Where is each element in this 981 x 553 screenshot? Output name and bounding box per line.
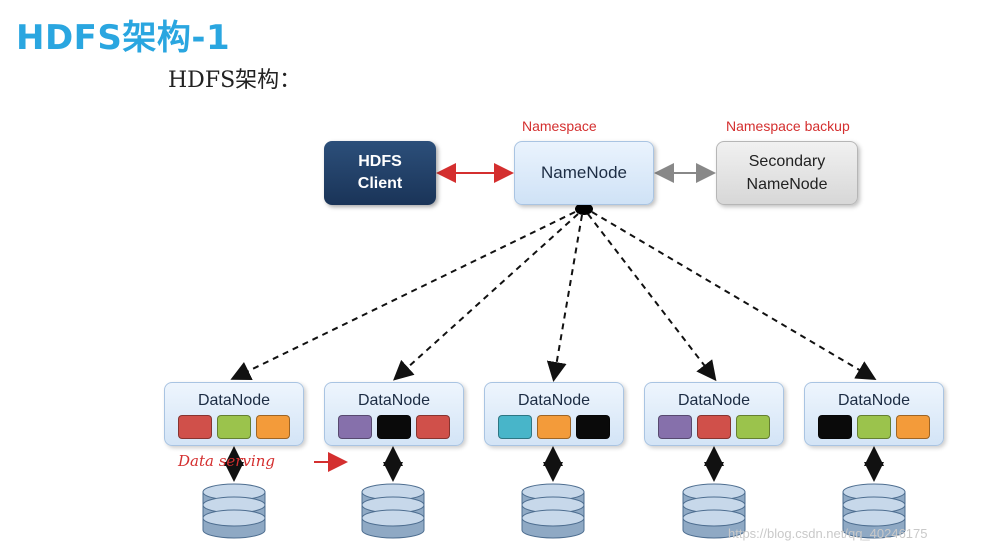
block-row	[165, 415, 303, 439]
disk-icon	[202, 483, 266, 539]
secondary-namenode-box: Secondary NameNode	[716, 141, 858, 205]
data-block	[576, 415, 610, 439]
disk-icon	[521, 483, 585, 539]
data-block	[217, 415, 251, 439]
data-block	[818, 415, 852, 439]
secondary-line2: NameNode	[746, 176, 828, 193]
disk-icon	[842, 483, 906, 539]
datanode-label: DataNode	[357, 392, 431, 409]
secondary-line1: Secondary	[748, 153, 826, 170]
client-line2: Client	[357, 175, 403, 192]
watermark: https://blog.csdn.net/qq_40246175	[728, 526, 928, 541]
namenode-datanode-link-2	[393, 213, 579, 381]
namenode-datanode-link-5	[591, 211, 877, 381]
data-block	[338, 415, 372, 439]
namenode-box: NameNode	[514, 141, 654, 205]
datanode-label: DataNode	[517, 392, 591, 409]
data-serving-label: Data serving	[178, 452, 275, 470]
block-row	[805, 415, 943, 439]
datanode-label: DataNode	[837, 392, 911, 409]
disk-icon	[361, 483, 425, 539]
datanode-box-3: DataNode	[484, 382, 624, 446]
data-block	[537, 415, 571, 439]
datanode-label: DataNode	[197, 392, 271, 409]
data-block	[256, 415, 290, 439]
namespace-backup-label: Namespace backup	[726, 118, 850, 134]
datanode-box-2: DataNode	[324, 382, 464, 446]
namespace-label: Namespace	[522, 118, 597, 134]
data-block	[857, 415, 891, 439]
data-block	[377, 415, 411, 439]
datanode-box-5: DataNode	[804, 382, 944, 446]
subtitle: HDFS架构：	[168, 68, 302, 93]
hdfs-client-box: HDFS Client	[324, 141, 436, 205]
block-row	[485, 415, 623, 439]
data-block	[697, 415, 731, 439]
data-block	[178, 415, 212, 439]
namenode-hub-dot	[575, 203, 593, 215]
data-block	[896, 415, 930, 439]
data-block	[416, 415, 450, 439]
data-block	[658, 415, 692, 439]
datanode-box-4: DataNode	[644, 382, 784, 446]
data-block	[498, 415, 532, 439]
block-row	[325, 415, 463, 439]
disk-icon	[682, 483, 746, 539]
namenode-datanode-link-3	[546, 214, 583, 382]
client-line1: HDFS	[358, 153, 402, 170]
datanode-label: DataNode	[677, 392, 751, 409]
data-block	[736, 415, 770, 439]
block-row	[645, 415, 783, 439]
namenode-datanode-link-4	[587, 213, 717, 382]
slide-title: HDFS架构-1	[16, 18, 231, 58]
namenode-datanode-link-1	[230, 211, 576, 380]
datanode-box-1: DataNode	[164, 382, 304, 446]
